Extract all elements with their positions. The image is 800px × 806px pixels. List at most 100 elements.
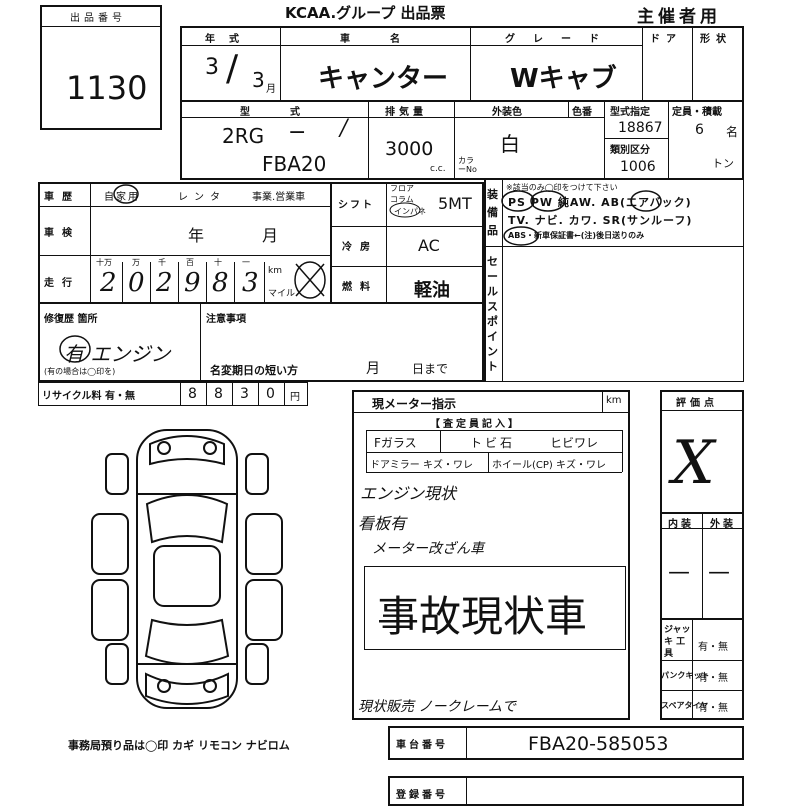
accident-stamp: 事故現状車 xyxy=(364,566,626,650)
history-label: 車歴 xyxy=(44,192,80,203)
lot-label: 出品番号 xyxy=(70,13,126,24)
puncture-label: パンクキット xyxy=(661,671,710,680)
mileage-unit-2: 千 xyxy=(158,258,166,267)
short-day: 日まで xyxy=(412,362,449,376)
exterior-grade: — xyxy=(708,560,730,585)
shift-value: 5MT xyxy=(438,194,472,213)
recycle-digit-3: 0 xyxy=(266,386,275,402)
ac-value: AC xyxy=(418,236,440,255)
year-value: 3 xyxy=(205,55,219,80)
chassis-row xyxy=(388,726,744,760)
class-no: 1006 xyxy=(620,159,656,175)
usage: 自家用 xyxy=(104,192,140,203)
mileage-digit-3: 9 xyxy=(184,268,201,298)
equip-line1: PS PW 純AW. AB(エアバック) xyxy=(508,196,692,209)
exterior-color-label: 外装色 xyxy=(492,107,522,118)
fuel-value: 軽油 xyxy=(414,280,450,301)
color-code-label: カラーNo xyxy=(458,156,477,174)
interior-label: 内装 xyxy=(668,519,694,530)
reg-label: 登録番号 xyxy=(396,790,448,801)
month-value: 3 xyxy=(252,68,265,92)
inspection-note-2: 看板有 xyxy=(358,514,407,533)
history-table xyxy=(38,182,484,382)
recycle-digit-0: 8 xyxy=(188,386,197,402)
grade-label: グレード xyxy=(505,34,617,45)
repair-note: (有の場合は◯印を) xyxy=(44,367,116,376)
inspection-year: 年 xyxy=(188,226,205,245)
shift-opt-0: フロア xyxy=(390,184,414,193)
class-label: 類別区分 xyxy=(610,145,650,156)
recycle-digit-1: 8 xyxy=(214,386,223,402)
rental: レンタ xyxy=(178,192,226,203)
mileage-unit-4: 十 xyxy=(214,258,222,267)
notes-label: 注意事項 xyxy=(206,314,246,325)
mileage-unit-0: 十万 xyxy=(96,258,112,267)
exterior-label: 外装 xyxy=(710,519,736,530)
color-no-label: 色番 xyxy=(572,107,592,118)
vehicle-table xyxy=(180,26,744,180)
meter-label: 現メーター指示 xyxy=(372,397,457,411)
meter-unit: km xyxy=(606,395,622,406)
interior-grade: — xyxy=(668,560,690,585)
equip-note: ※該当のみ◯印をつけて下さい xyxy=(506,183,618,192)
grade: Wキャブ xyxy=(510,64,617,94)
appraiser-label: 【査定員記入】 xyxy=(430,419,521,430)
score: X xyxy=(672,428,715,498)
equip-label: 装備品 xyxy=(487,188,498,237)
mileage-unit-km: km xyxy=(268,266,282,276)
exterior-color: 白 xyxy=(500,132,520,156)
mileage-unit-3: 百 xyxy=(186,258,194,267)
header-title: KCAA.グループ 出品票 xyxy=(285,4,446,22)
shift-label: シフト xyxy=(338,200,374,211)
grade-box xyxy=(660,390,744,720)
jack-yes-no: 有・無 xyxy=(698,642,728,653)
equip-line2: TV. ナビ. カワ. SR(サンルーフ) xyxy=(508,214,693,227)
fuel-label: 燃料 xyxy=(342,282,378,293)
model-name: キャンター xyxy=(318,64,449,94)
model-code-label: 型式 xyxy=(240,107,340,118)
shift-opt-2: インパネ xyxy=(394,207,426,216)
short-label: 名変期日の短い方 xyxy=(210,364,298,377)
recycle-label: リサイクル料 有・無 xyxy=(42,391,135,402)
mileage-digit-1: 0 xyxy=(128,268,145,298)
recycle-digit-4: 円 xyxy=(290,392,300,403)
inspection-note-4: 現状販売 ノークレームで xyxy=(358,699,517,715)
short-month: 月 xyxy=(366,361,380,377)
sales-label: セールスポイント xyxy=(487,255,498,373)
mileage-digit-2: 2 xyxy=(156,268,173,298)
capacity-label: 定員・積載 xyxy=(672,107,722,118)
year-label: 年式 xyxy=(205,34,253,45)
cc-unit: c.c. xyxy=(430,164,446,174)
score-label: 評価点 xyxy=(676,398,718,409)
mirror-label: ドアミラー キズ・ワレ xyxy=(370,460,473,471)
model-name-label: 車名 xyxy=(340,34,440,45)
mileage-unknown-mark xyxy=(294,261,326,299)
inspection-label: 車検 xyxy=(44,228,80,239)
repair-value: 有 エンジン xyxy=(64,342,171,366)
repair-label: 修復歴 箇所 xyxy=(44,314,98,325)
glass-label: Fガラス xyxy=(374,436,417,450)
puncture-yes-no: 有・無 xyxy=(698,673,728,684)
car-body-diagram xyxy=(91,429,283,709)
body-label: 形状 xyxy=(700,34,732,45)
stone-label: トビ石 xyxy=(470,436,516,450)
chassis-number: FBA20-585053 xyxy=(528,733,669,755)
jack-label: ジャッキ 工具 xyxy=(664,625,691,659)
inspection-box xyxy=(352,390,630,720)
doors-label: ドア xyxy=(650,34,682,45)
wheel-label: ホイール(CP) キズ・ワレ xyxy=(492,460,606,471)
chassis-label: 車台番号 xyxy=(396,740,448,751)
mileage-label: 走行 xyxy=(44,278,80,289)
load-unit: トン xyxy=(712,157,734,170)
displacement-label: 排気量 xyxy=(385,107,427,118)
inspection-note-3: メーター改ざん車 xyxy=(372,541,484,557)
business: 事業.営業車 xyxy=(252,192,306,203)
mileage-unit-5: 一 xyxy=(242,258,250,267)
model-code: FBA20 xyxy=(262,152,327,176)
displacement: 3000 xyxy=(385,138,434,160)
organizer-label: 主催者用 xyxy=(637,7,721,27)
mileage-digit-5: 3 xyxy=(242,268,259,298)
spare-label: スペアタイヤ xyxy=(661,701,709,710)
capacity: 6 xyxy=(695,122,704,138)
spare-yes-no: 有・無 xyxy=(698,703,728,714)
